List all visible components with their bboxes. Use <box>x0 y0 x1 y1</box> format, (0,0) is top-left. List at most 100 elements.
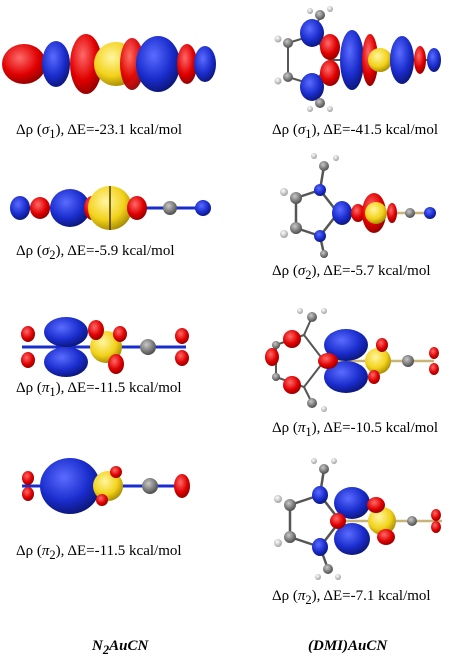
hydrogen-atom <box>307 8 313 14</box>
hydrogen-atom <box>311 458 317 464</box>
hydrogen-atom <box>315 574 321 580</box>
hydrogen-atom <box>280 188 288 196</box>
red-lobe <box>320 34 340 60</box>
caption-dmi-sigma2: Δρ (σ2), ΔE=-5.7 kcal/mol <box>272 263 431 282</box>
orbital-dmi-sigma1 <box>274 6 441 112</box>
nitrogen-atom <box>195 200 211 216</box>
hydrogen-atom <box>274 539 282 547</box>
carbon-atom <box>290 222 302 234</box>
column-head-n2aucn: N2AuCN <box>92 638 149 657</box>
red-lobe <box>431 509 441 521</box>
blue-lobe <box>340 30 364 90</box>
blue-lobe <box>427 48 441 72</box>
nitrogen-atom <box>314 230 326 242</box>
carbon-atom <box>283 72 293 82</box>
carbon-atom <box>320 250 328 258</box>
blue-lobe <box>40 458 100 514</box>
carbon-atom <box>284 499 296 511</box>
red-lobe <box>113 326 127 342</box>
gold-atom <box>93 471 123 501</box>
red-lobe <box>96 494 108 506</box>
hydrogen-atom <box>333 155 339 161</box>
caption-n2-sigma2: Δρ (σ2), ΔE=-5.9 kcal/mol <box>16 243 175 262</box>
caption-n2-sigma1: Δρ (σ1), ΔE=-23.1 kcal/mol <box>16 122 182 141</box>
carbon-atom <box>163 201 177 215</box>
orbital-dmi-pi1 <box>265 308 439 412</box>
panel-n2-sigma1 <box>0 18 230 108</box>
red-lobe <box>108 354 124 374</box>
red-lobe <box>283 330 301 348</box>
blue-lobe <box>300 19 324 47</box>
red-lobe <box>21 326 35 342</box>
blue-lobe <box>312 486 328 504</box>
orbital-dmi-pi2 <box>274 458 442 580</box>
carbon-atom <box>272 341 280 349</box>
panel-dmi-sigma1 <box>270 5 450 113</box>
red-lobe <box>318 353 338 369</box>
caption-dmi-pi2: Δρ (π2), ΔE=-7.1 kcal/mol <box>272 588 431 607</box>
nitrogen-atom <box>314 184 326 196</box>
carbon-atom <box>142 478 158 494</box>
hydrogen-atom <box>311 153 317 159</box>
blue-lobe <box>324 329 368 361</box>
red-lobe <box>22 487 34 501</box>
red-lobe <box>22 471 34 485</box>
red-lobe <box>265 348 279 366</box>
red-lobe <box>376 338 388 352</box>
orbital-n2-pi2 <box>22 458 190 514</box>
blue-lobe <box>312 538 328 556</box>
carbon-atom <box>315 10 325 20</box>
gold-atom <box>368 507 396 535</box>
blue-lobe <box>334 523 370 555</box>
red-lobe <box>429 347 439 359</box>
hydrogen-atom <box>331 458 337 464</box>
red-lobe <box>177 44 197 84</box>
hydrogen-atom <box>297 308 303 314</box>
carbon-atom <box>284 531 296 543</box>
red-lobe <box>110 466 122 478</box>
hydrogen-atom <box>307 106 313 112</box>
carbon-atom <box>319 161 329 171</box>
hydrogen-atom <box>321 406 327 412</box>
blue-lobe <box>194 46 216 82</box>
gold-atom <box>368 48 392 72</box>
blue-lobe <box>44 347 88 377</box>
blue-lobe <box>50 189 90 227</box>
blue-lobe <box>42 41 70 87</box>
orbital-n2-sigma1 <box>2 34 216 94</box>
carbon-atom <box>319 464 329 474</box>
orbital-dmi-sigma2 <box>280 153 436 258</box>
carbon-atom <box>402 355 414 367</box>
caption-dmi-pi1: Δρ (π1), ΔE=-10.5 kcal/mol <box>272 420 439 439</box>
blue-lobe <box>324 361 368 393</box>
red-lobe <box>127 196 147 220</box>
blue-lobe <box>300 73 324 101</box>
red-lobe <box>2 44 46 84</box>
caption-n2-pi1: Δρ (π1), ΔE=-11.5 kcal/mol <box>16 380 182 399</box>
carbon-atom <box>405 208 415 218</box>
panel-n2-pi2 <box>10 450 210 520</box>
blue-lobe <box>10 196 30 220</box>
carbon-atom <box>290 192 302 204</box>
orbital-n2-sigma2 <box>10 186 211 230</box>
red-lobe <box>368 370 380 384</box>
red-lobe <box>283 376 301 394</box>
red-lobe <box>351 204 365 222</box>
panel-dmi-sigma2 <box>276 150 446 258</box>
red-lobe <box>431 521 441 533</box>
hydrogen-atom <box>327 106 333 112</box>
red-lobe <box>367 497 385 513</box>
hydrogen-atom <box>321 308 327 314</box>
blue-lobe <box>334 487 370 519</box>
carbon-atom <box>307 398 317 408</box>
carbon-atom <box>307 312 317 322</box>
red-lobe <box>120 38 144 90</box>
red-lobe <box>330 513 346 529</box>
panel-dmi-pi2 <box>272 455 452 583</box>
red-lobe <box>414 46 426 74</box>
hydrogen-atom <box>274 495 282 503</box>
column-head-dmiaucn: (DMI)AuCN <box>308 638 388 654</box>
hydrogen-atom <box>280 230 288 238</box>
red-lobe <box>175 350 189 366</box>
